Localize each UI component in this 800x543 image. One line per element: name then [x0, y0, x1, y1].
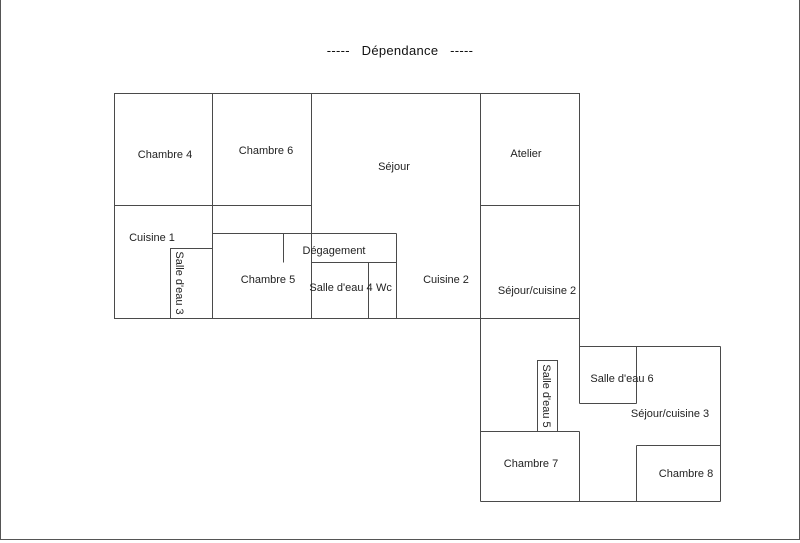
walls	[114, 93, 721, 502]
room-salle-deau-4: Salle d'eau 4	[309, 282, 372, 294]
title-suffix: -----	[450, 43, 474, 58]
room-wc: Wc	[376, 282, 392, 294]
room-chambre-7: Chambre 7	[504, 458, 558, 470]
room-salle-deau-5: Salle d'eau 5	[540, 364, 552, 427]
room-salle-deau-3: Salle d'eau 3	[173, 251, 185, 314]
plan-title: ----- Dépendance -----	[0, 43, 800, 58]
room-chambre-4: Chambre 4	[138, 149, 192, 161]
room-chambre-8: Chambre 8	[659, 468, 713, 480]
room-salle-deau-6: Salle d'eau 6	[590, 373, 653, 385]
room-cuisine-2: Cuisine 2	[423, 274, 469, 286]
room-sejour: Séjour	[378, 161, 410, 173]
title-prefix: -----	[326, 43, 350, 58]
room-chambre-6: Chambre 6	[239, 145, 293, 157]
room-cuisine-1: Cuisine 1	[129, 232, 175, 244]
room-sejour-cuisine-2: Séjour/cuisine 2	[498, 285, 576, 297]
room-atelier: Atelier	[510, 148, 542, 160]
room-sejour-cuisine-3: Séjour/cuisine 3	[631, 408, 709, 420]
title-text: Dépendance	[361, 43, 439, 58]
room-degagement: Dégagement	[303, 245, 366, 257]
room-chambre-5: Chambre 5	[241, 274, 295, 286]
